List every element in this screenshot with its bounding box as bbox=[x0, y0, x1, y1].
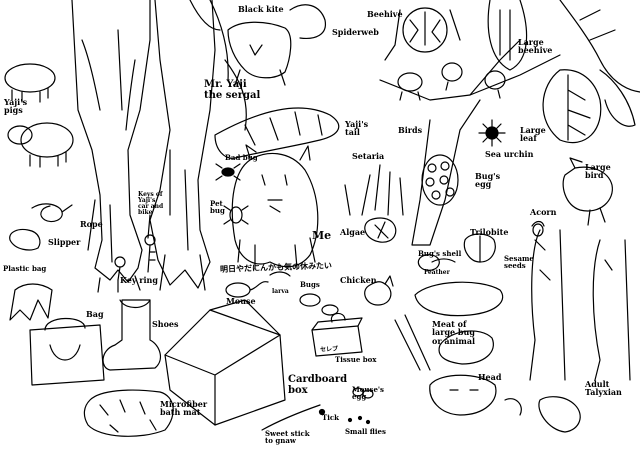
meat-drawing bbox=[395, 282, 503, 370]
label-mr-yaji: Mr. Yaji the sergal bbox=[204, 79, 261, 101]
label-large-bird: Large bird bbox=[585, 162, 611, 181]
algae-drawing bbox=[365, 218, 396, 242]
label-bugs-shell: Bug's shell bbox=[418, 249, 462, 258]
rope-drawing bbox=[32, 204, 72, 222]
large-beehive-drawing bbox=[488, 0, 640, 92]
label-microfiber-bath-mat: Microfiber bath mat bbox=[160, 399, 208, 418]
label-mouses-egg: Mouse's egg bbox=[352, 385, 384, 401]
beehive-drawing bbox=[385, 8, 460, 60]
label-birds: Birds bbox=[398, 125, 423, 135]
label-slipper: Slipper bbox=[48, 237, 81, 247]
shoes-drawing bbox=[103, 300, 160, 370]
label-head: Head bbox=[478, 372, 502, 382]
head-drawing bbox=[430, 375, 496, 415]
label-algae: Algae bbox=[340, 227, 366, 237]
yaji-tail-drawing bbox=[215, 108, 339, 158]
trilobite-drawing bbox=[464, 234, 495, 262]
adult-talyxian-drawing bbox=[530, 230, 630, 380]
pigs-drawing bbox=[5, 64, 73, 167]
label-bad-bug: Bad bug bbox=[225, 153, 258, 162]
bugs-drawing bbox=[300, 294, 338, 315]
label-large-leaf: Large leaf bbox=[520, 125, 546, 144]
label-yajis-tail: Yaji's tail bbox=[345, 119, 369, 138]
label-sea-urchin: Sea urchin bbox=[485, 149, 534, 159]
label-tick: Tick bbox=[322, 413, 339, 422]
chicken-drawing bbox=[365, 276, 393, 305]
label-beehive: Beehive bbox=[367, 9, 403, 19]
label-plastic-bag: Plastic bag bbox=[3, 264, 47, 273]
slipper-drawing bbox=[10, 229, 40, 249]
label-yajis-pigs: Yaji's pigs bbox=[4, 97, 28, 116]
bugs-egg-drawing bbox=[422, 155, 458, 205]
label-feather: Feather bbox=[424, 269, 450, 276]
sea-urchin-drawing bbox=[479, 120, 505, 146]
small-flies-drawing bbox=[349, 417, 370, 424]
bugs-shell-drawing bbox=[418, 255, 439, 271]
cardboard-box-drawing bbox=[165, 300, 285, 425]
label-black-kite: Black kite bbox=[238, 4, 284, 14]
label-cardboard-box: Cardboard box bbox=[288, 374, 348, 396]
yaji-legs-drawing bbox=[72, 0, 246, 292]
acorn-drawing bbox=[532, 222, 544, 237]
tissue-box-drawing bbox=[312, 313, 362, 356]
pet-bug-drawing bbox=[224, 206, 248, 224]
label-bag: Bag bbox=[86, 309, 104, 319]
label-trilobite: Trilobite bbox=[470, 227, 509, 237]
tick-drawing bbox=[320, 410, 325, 415]
bad-bug-drawing bbox=[216, 164, 240, 180]
birds-drawing bbox=[398, 63, 505, 100]
label-key-ring: Key ring bbox=[120, 275, 158, 285]
label-larva: larva bbox=[272, 288, 289, 295]
feather-drawing bbox=[432, 259, 455, 262]
label-pet-bug: Pet bug bbox=[210, 199, 225, 215]
black-kite-drawing bbox=[228, 5, 325, 85]
large-leaf-drawing bbox=[543, 70, 635, 143]
mouse-drawing bbox=[226, 282, 268, 297]
label-rope: Rope bbox=[80, 219, 103, 229]
label-meat: Meat of large bug or animal bbox=[432, 319, 476, 346]
sweet-stick-drawing bbox=[262, 405, 320, 430]
label-large-beehive: Large beehive bbox=[518, 37, 553, 56]
mouses-egg-drawing bbox=[353, 388, 373, 398]
label-keys: Keys of Yaji's car and bike bbox=[138, 191, 164, 216]
label-shoes: Shoes bbox=[152, 319, 179, 329]
larva-drawing bbox=[270, 272, 290, 276]
label-bugs-egg: Bug's egg bbox=[475, 171, 501, 190]
setaria-drawing bbox=[345, 165, 403, 215]
label-adult-talyxian: Adult Talyxian bbox=[585, 379, 622, 398]
label-bugs: Bugs bbox=[300, 280, 320, 289]
label-sesame-seeds: Sesame seeds bbox=[504, 254, 534, 270]
label-spiderweb: Spiderweb bbox=[332, 27, 379, 37]
large-bird-drawing bbox=[563, 158, 612, 225]
label-me: Me bbox=[312, 229, 332, 242]
tissue-handwriting: セレブ bbox=[319, 345, 339, 354]
label-setaria: Setaria bbox=[352, 151, 385, 161]
me-drawing bbox=[232, 145, 318, 268]
tree-drawing bbox=[380, 40, 560, 245]
label-mouse: Mouse bbox=[226, 296, 256, 306]
label-acorn: Acorn bbox=[530, 207, 557, 217]
keys-drawing bbox=[145, 215, 155, 272]
label-small-flies: Small flies bbox=[345, 427, 386, 436]
bottom-right-clutter bbox=[505, 397, 580, 432]
label-sweet-stick: Sweet stick to gnaw bbox=[265, 429, 310, 445]
key-ring-drawing bbox=[115, 257, 125, 280]
bag-drawing bbox=[30, 318, 104, 385]
label-tissue-box: Tissue box bbox=[335, 355, 377, 364]
plastic-bag-drawing bbox=[10, 284, 52, 320]
label-chicken: Chicken bbox=[340, 275, 377, 285]
microfiber-mat-drawing bbox=[84, 390, 173, 436]
